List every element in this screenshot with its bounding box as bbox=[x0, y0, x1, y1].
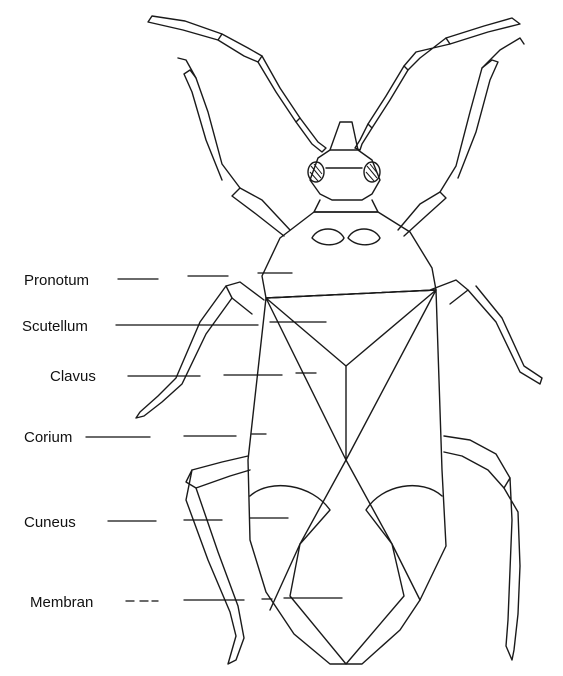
insect-body-drawing bbox=[136, 16, 542, 664]
right-antenna bbox=[355, 18, 520, 150]
front-legs bbox=[178, 38, 524, 236]
label-cuneus: Cuneus bbox=[24, 514, 288, 531]
head bbox=[308, 122, 380, 212]
clavus-leader-line bbox=[128, 373, 316, 376]
left-antenna bbox=[148, 16, 326, 152]
cuneus-label-text: Cuneus bbox=[24, 514, 76, 531]
middle-legs bbox=[136, 280, 542, 418]
cuneus-leader-line bbox=[108, 518, 288, 521]
scutellum-label-text: Scutellum bbox=[22, 318, 88, 335]
clavus-label-text: Clavus bbox=[50, 368, 96, 385]
hemelytra bbox=[248, 290, 446, 664]
corium-label-text: Corium bbox=[24, 429, 72, 446]
pronotum-shape bbox=[262, 212, 436, 298]
hind-legs bbox=[186, 436, 520, 664]
scutellum-leader-line bbox=[116, 322, 326, 325]
label-pronotum: Pronotum bbox=[24, 272, 292, 289]
label-corium: Corium bbox=[24, 429, 266, 446]
membran-leader-line bbox=[126, 598, 342, 601]
membran-label-text: Membran bbox=[30, 594, 93, 611]
pronotum-label-text: Pronotum bbox=[24, 272, 89, 289]
pronotum-leader-line bbox=[118, 273, 292, 279]
corium-leader-line bbox=[86, 434, 266, 437]
